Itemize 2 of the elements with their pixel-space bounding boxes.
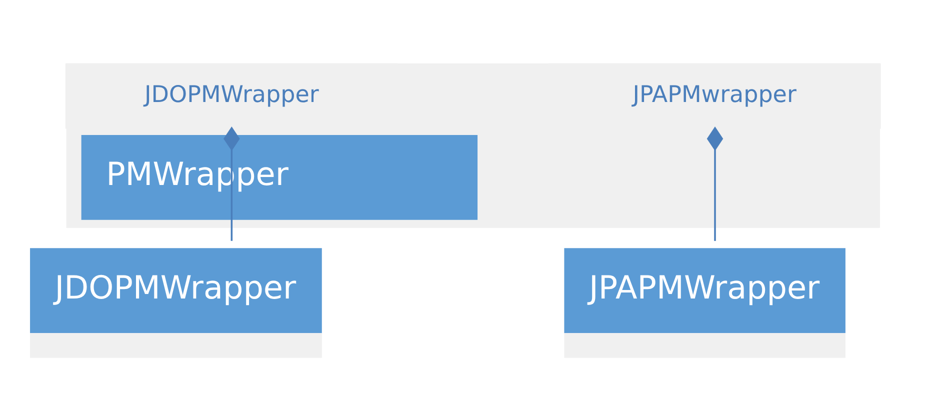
connector (706, 126, 724, 241)
connector (224, 126, 240, 241)
